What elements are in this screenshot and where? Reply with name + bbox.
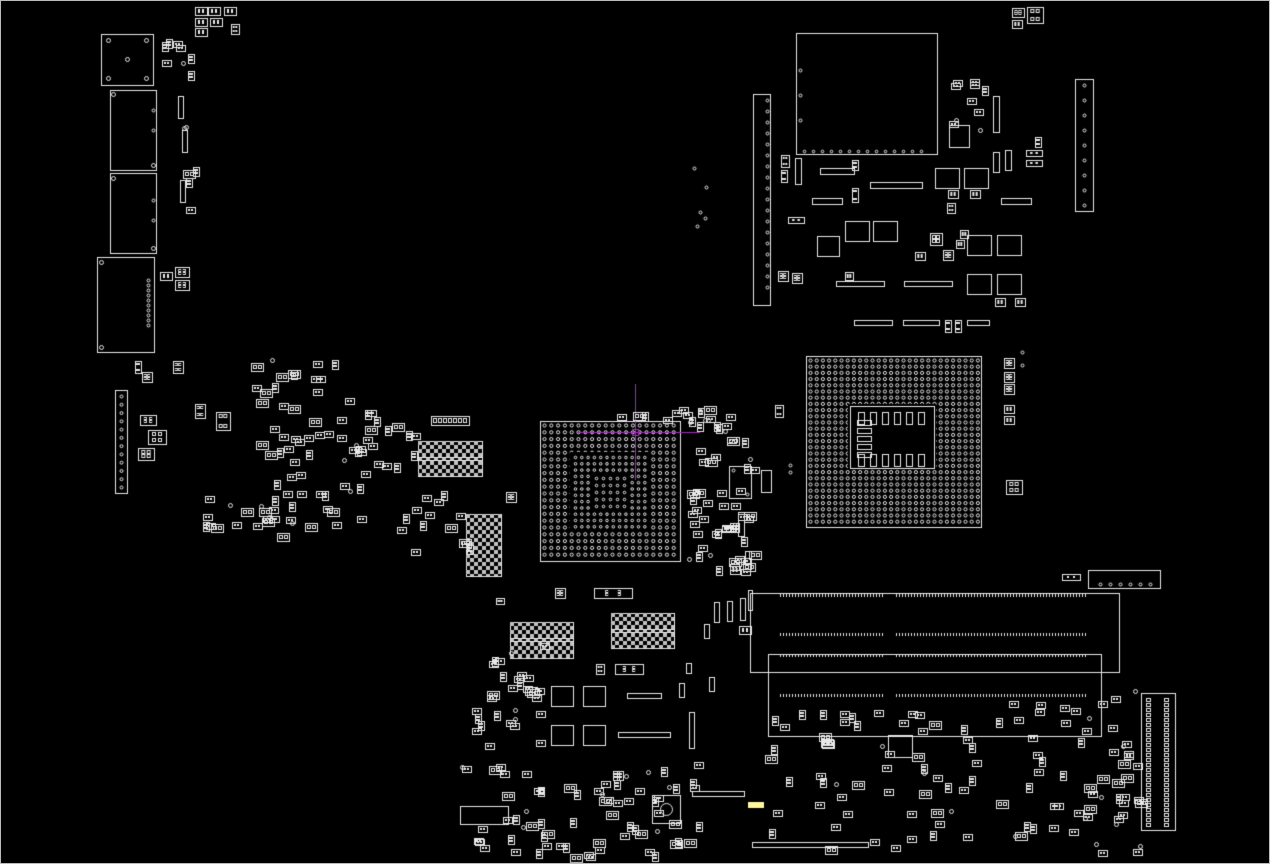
pcb-board-canvas[interactable] [0,0,1270,864]
boardview-viewport[interactable] [0,0,1270,864]
